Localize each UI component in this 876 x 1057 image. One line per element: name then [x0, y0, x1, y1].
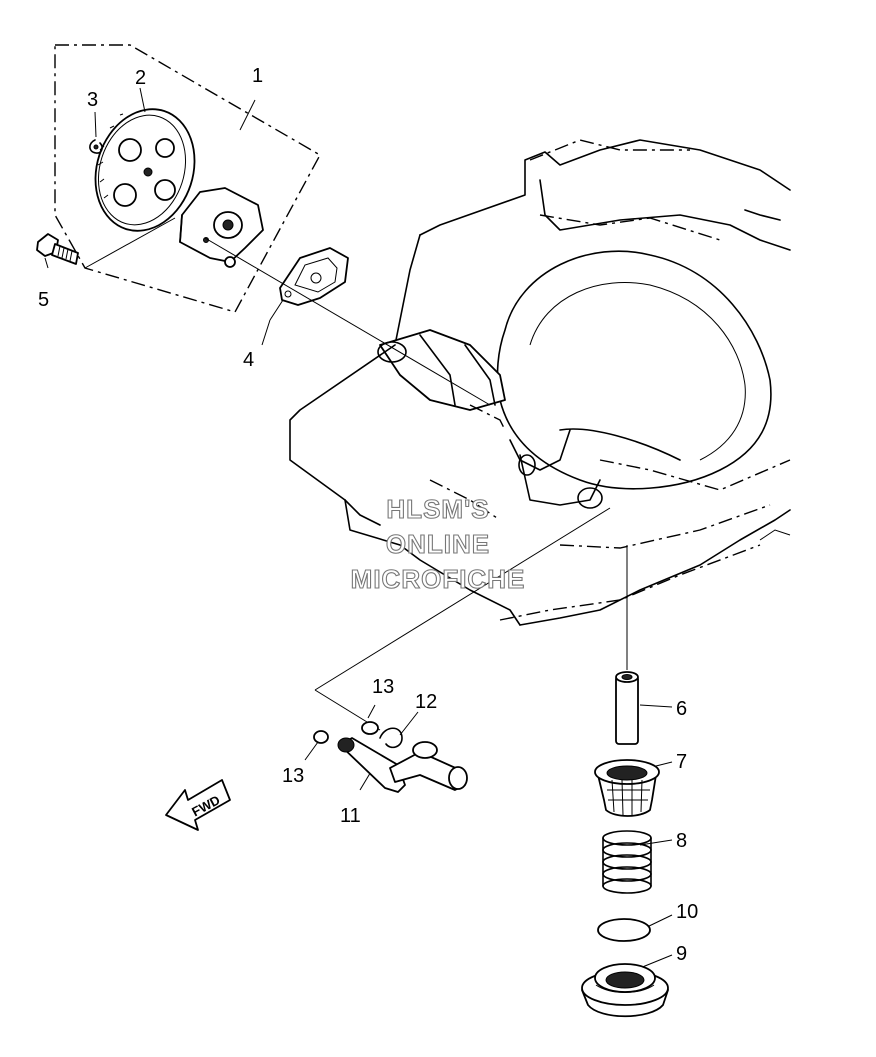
callout-4: 4 — [243, 349, 254, 371]
oil-delivery-pipe — [337, 737, 468, 793]
engine-crankcase — [289, 139, 791, 626]
callout-6: 6 — [676, 698, 687, 720]
o-ring-large — [597, 918, 651, 942]
watermark-line3: MICROFICHE — [351, 564, 526, 594]
o-ring-lower — [313, 730, 329, 744]
drain-plug — [581, 963, 669, 1018]
callout-labels: 1 2 3 4 5 6 7 8 9 10 11 12 13 13 — [38, 65, 698, 965]
callout-8: 8 — [676, 830, 687, 852]
callout-5: 5 — [38, 289, 49, 311]
circlip — [89, 139, 103, 154]
callout-13-upper: 13 — [372, 676, 394, 698]
watermark-line2: ONLINE — [386, 529, 490, 559]
forward-direction-arrow: FWD — [165, 779, 231, 831]
callout-9: 9 — [676, 943, 687, 965]
callout-10: 10 — [676, 901, 698, 923]
callout-7: 7 — [676, 751, 687, 773]
mounting-bolt — [36, 233, 79, 265]
watermark-line1: HLSM'S — [386, 494, 489, 524]
callout-1: 1 — [252, 65, 263, 87]
spring — [602, 830, 652, 894]
callout-11: 11 — [340, 805, 361, 827]
oil-pump-drive-gear — [94, 108, 196, 232]
pipe-clip — [379, 727, 403, 749]
leader-lines — [44, 87, 673, 969]
callout-2: 2 — [135, 67, 146, 89]
dowel-pipe — [615, 671, 639, 745]
callout-12: 12 — [415, 691, 437, 713]
o-ring-upper — [361, 721, 379, 735]
callout-3: 3 — [87, 89, 98, 111]
oil-pump-body — [179, 187, 264, 268]
pump-assembly-boundary — [54, 44, 321, 313]
pump-gasket — [279, 247, 349, 306]
watermark: HLSM'S ONLINE MICROFICHE — [350, 493, 526, 594]
callout-13-lower: 13 — [282, 765, 304, 787]
oil-strainer — [594, 759, 660, 817]
